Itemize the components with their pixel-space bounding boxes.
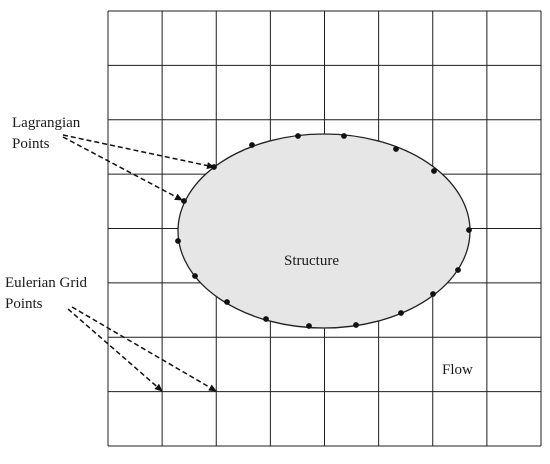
lagrangian-point <box>341 133 347 139</box>
eulerian-label-line2: Points <box>5 296 43 312</box>
lagrangian-point <box>175 238 181 244</box>
lagrangian-point <box>430 291 436 297</box>
eulerian-arrow-left <box>67 308 163 392</box>
lagrangian-point <box>393 146 399 152</box>
lagrangian-point <box>306 323 312 329</box>
lagrangian-point <box>398 310 404 316</box>
lagrangian-point <box>466 227 472 233</box>
structure-ellipse <box>177 133 471 329</box>
lagrangian-point <box>224 299 230 305</box>
lagrangian-label-line1: Lagrangian <box>12 115 81 131</box>
lagrangian-point <box>181 198 187 204</box>
lagrangian-point <box>295 133 301 139</box>
lagrangian-point <box>353 322 359 328</box>
annotation-arrows <box>62 134 217 392</box>
lagrangian-point <box>249 142 255 148</box>
lagrangian-point <box>455 267 461 273</box>
lagrangian-point <box>263 316 269 322</box>
lagrangian-arrow-lower <box>62 136 183 201</box>
eulerian-label-line1: Eulerian Grid <box>5 275 88 291</box>
lagrangian-arrow-upper <box>62 134 215 169</box>
eulerian-arrow-right <box>71 306 217 392</box>
lagrangian-point <box>431 168 437 174</box>
structure-label: Structure <box>284 253 339 269</box>
lagrangian-label-line2: Points <box>12 136 50 152</box>
flow-label: Flow <box>442 362 473 378</box>
lagrangian-point <box>192 273 198 279</box>
lagrangian-points <box>175 133 472 329</box>
